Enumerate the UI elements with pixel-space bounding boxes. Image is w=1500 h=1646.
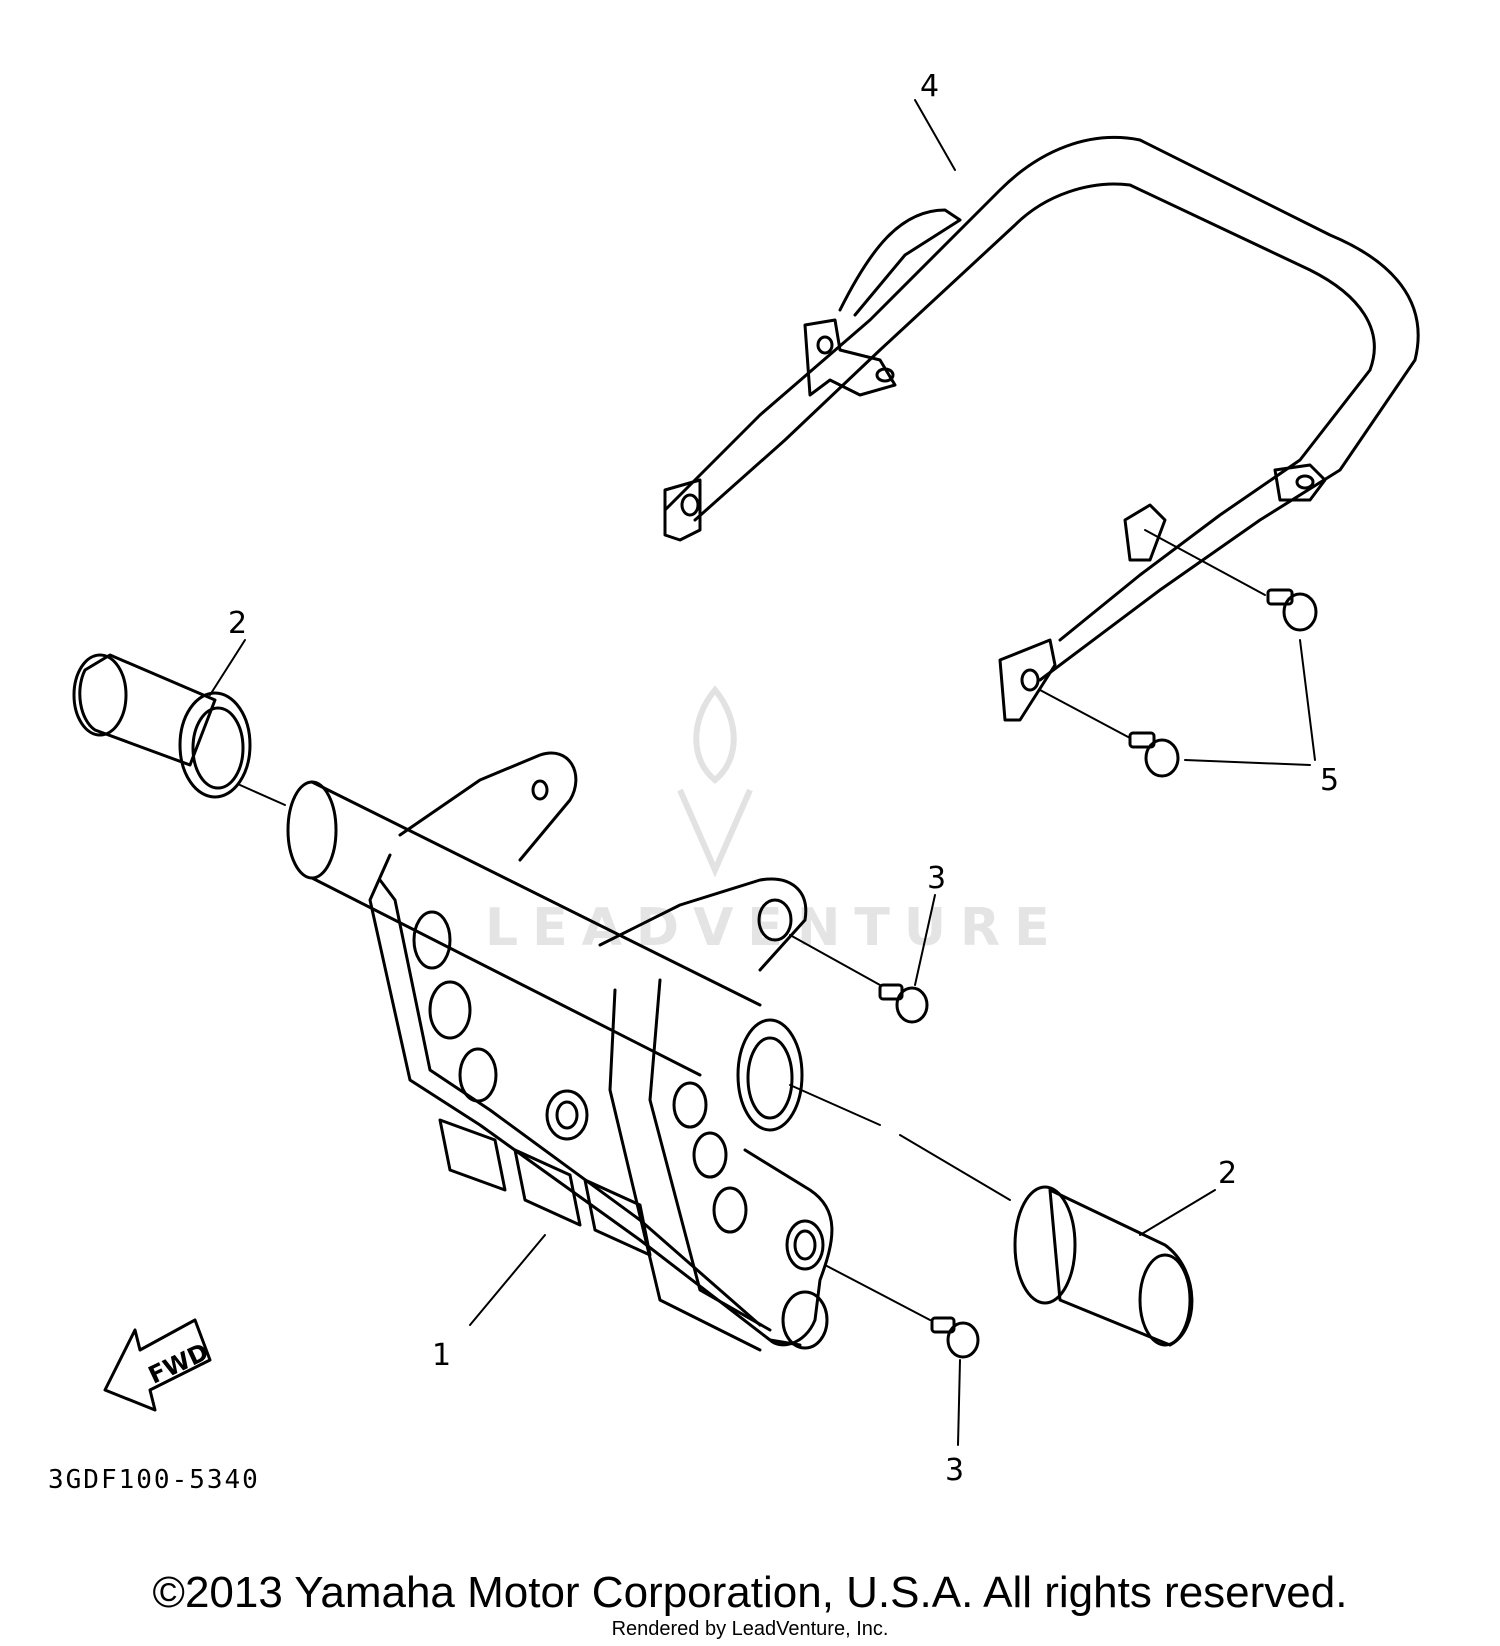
end-caps-part-2 xyxy=(72,639,1216,1347)
grab-bar-part-4 xyxy=(663,99,1420,722)
copyright-text: ©2013 Yamaha Motor Corporation, U.S.A. A… xyxy=(152,1568,1348,1617)
callout-4: 4 xyxy=(920,69,939,104)
callout-3-upper: 3 xyxy=(927,861,946,896)
watermark-text: LEADVENTURE xyxy=(485,898,1064,958)
fwd-arrow-icon: FWD xyxy=(103,1318,213,1412)
rendered-by-text: Rendered by LeadVenture, Inc. xyxy=(611,1618,889,1640)
bolts-part-5 xyxy=(1039,529,1318,778)
callout-3-lower: 3 xyxy=(945,1453,964,1488)
callout-1: 1 xyxy=(432,1338,451,1373)
fwd-label: FWD xyxy=(144,1338,213,1390)
bracket-part-1 xyxy=(286,751,834,1352)
watermark-logo: LEADVENTURE xyxy=(485,685,1064,958)
diagram-part-number: 3GDF100-5340 xyxy=(48,1465,260,1495)
callout-2-right: 2 xyxy=(1218,1156,1237,1191)
callout-2-left: 2 xyxy=(228,606,247,641)
callout-5: 5 xyxy=(1320,763,1339,798)
bolts-part-3 xyxy=(789,894,980,1446)
